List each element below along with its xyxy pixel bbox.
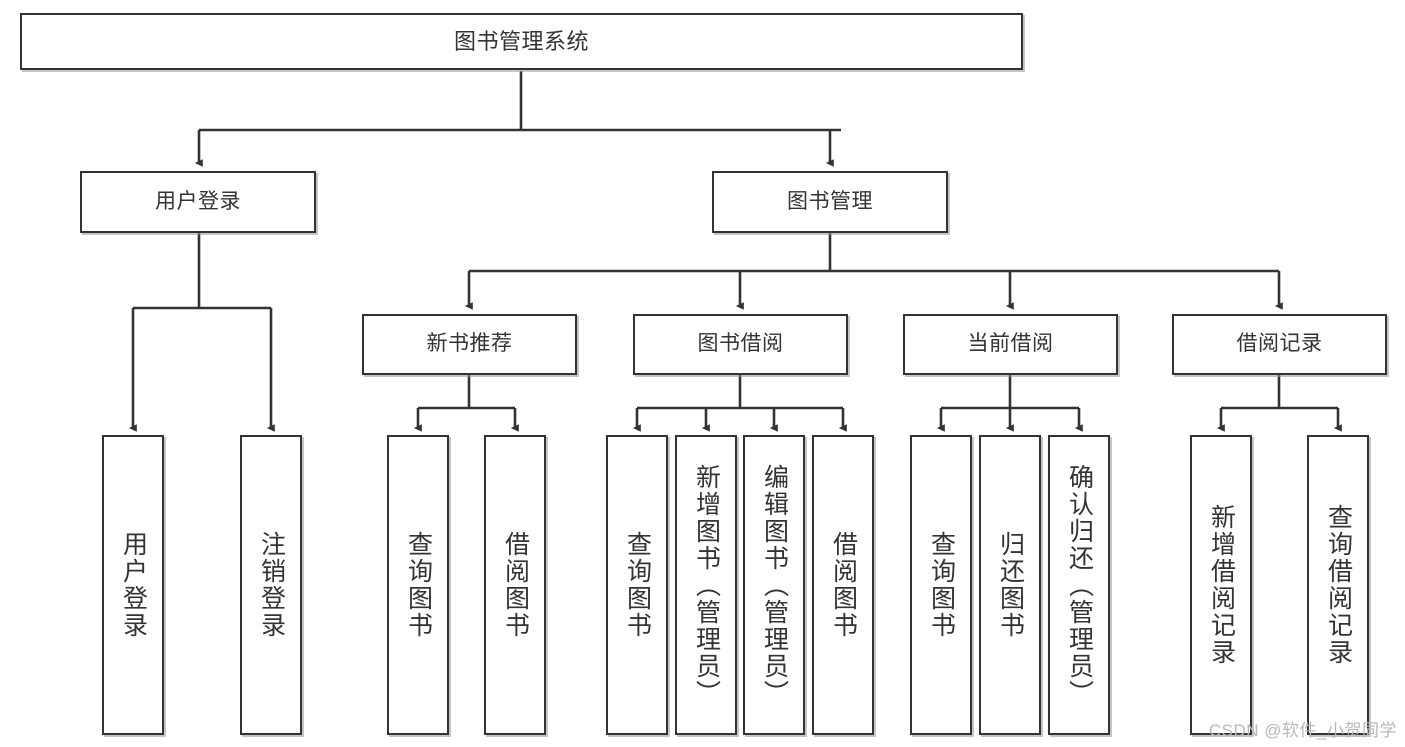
node-borrow-record[interactable]: 借阅记录 [1172, 314, 1387, 375]
node-leaf-user-login[interactable]: 用户登录 [102, 435, 164, 735]
node-leaf-return-book[interactable]: 归还图书 [979, 435, 1041, 735]
node-leaf-add-record[interactable]: 新增借阅记录 [1190, 435, 1252, 735]
node-leaf-add-book[interactable]: 新增图书（管理员） [675, 435, 737, 735]
node-leaf-query-record[interactable]: 查询借阅记录 [1307, 435, 1369, 735]
watermark-text: CSDN @软件_小贺同学 [1208, 721, 1397, 740]
node-leaf-borrow-book-2-label: 借阅图书 [829, 531, 858, 639]
node-borrow-record-label: 借阅记录 [1236, 332, 1323, 356]
node-leaf-query-book-2-label: 查询图书 [623, 531, 652, 639]
node-leaf-query-book-3[interactable]: 查询图书 [910, 435, 972, 735]
node-leaf-query-book-2[interactable]: 查询图书 [606, 435, 668, 735]
node-current-borrow[interactable]: 当前借阅 [903, 314, 1118, 375]
node-leaf-confirm-return[interactable]: 确认归还（管理员） [1048, 435, 1110, 735]
node-root-system-label: 图书管理系统 [453, 28, 589, 54]
node-leaf-edit-book-label: 编辑图书（管理员） [760, 463, 789, 707]
node-leaf-borrow-book-1-label: 借阅图书 [501, 531, 530, 639]
node-leaf-return-book-label: 归还图书 [996, 531, 1025, 639]
node-book-management-label: 图书管理 [787, 189, 873, 213]
node-current-borrow-label: 当前借阅 [967, 332, 1054, 356]
node-leaf-confirm-return-label: 确认归还（管理员） [1065, 463, 1094, 707]
node-leaf-logout-login-label: 注销登录 [257, 531, 286, 639]
node-leaf-borrow-book-2[interactable]: 借阅图书 [812, 435, 874, 735]
node-book-borrow[interactable]: 图书借阅 [633, 314, 848, 375]
node-leaf-query-book-1[interactable]: 查询图书 [387, 435, 449, 735]
node-leaf-query-book-1-label: 查询图书 [404, 531, 433, 639]
node-user-login[interactable]: 用户登录 [80, 171, 316, 233]
node-leaf-edit-book[interactable]: 编辑图书（管理员） [743, 435, 805, 735]
node-new-book-recommend[interactable]: 新书推荐 [362, 314, 577, 375]
node-leaf-query-book-3-label: 查询图书 [927, 531, 956, 639]
node-book-borrow-label: 图书借阅 [697, 332, 784, 356]
node-book-management[interactable]: 图书管理 [712, 171, 948, 233]
node-leaf-add-book-label: 新增图书（管理员） [692, 463, 721, 707]
node-new-book-recommend-label: 新书推荐 [426, 332, 513, 356]
node-leaf-add-record-label: 新增借阅记录 [1207, 504, 1236, 666]
node-user-login-label: 用户登录 [155, 189, 241, 213]
node-leaf-user-login-label: 用户登录 [119, 531, 148, 639]
node-leaf-query-record-label: 查询借阅记录 [1324, 504, 1353, 666]
node-root-system[interactable]: 图书管理系统 [20, 13, 1023, 70]
node-leaf-logout-login[interactable]: 注销登录 [240, 435, 302, 735]
node-leaf-borrow-book-1[interactable]: 借阅图书 [484, 435, 546, 735]
